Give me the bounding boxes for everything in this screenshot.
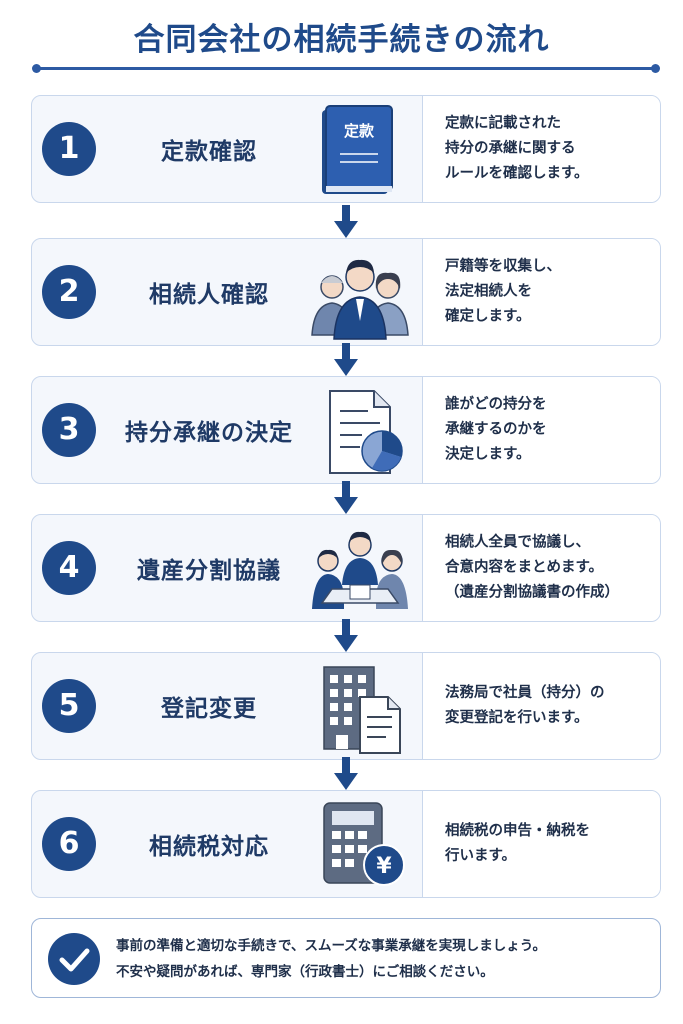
summary-note: 事前の準備と適切な手続きで、スムーズな事業承継を実現しましょう。 不安や疑問があ… (31, 918, 661, 998)
step-description: 相続税の申告・納税を 行います。 (445, 823, 590, 864)
step-3: 3 持分承継の決定 誰がどの持分を 承継するのかを 決定します。 (31, 376, 661, 484)
step-number: 4 (42, 541, 96, 595)
people-icon (311, 259, 409, 340)
step-5: 5 登記変更 法務局で社員（持分）の 変更登記を行います。 (31, 652, 661, 760)
step-number: 3 (42, 403, 96, 457)
step-description: 相続人全員で協議し、 合意内容をまとめます。 （遺産分割協議書の作成） (445, 534, 619, 601)
document-pie-chart-icon (329, 390, 403, 474)
step-description: 定款に記載された 持分の承継に関する ルールを確認します。 (445, 115, 589, 182)
step-description: 誰がどの持分を 承継するのかを 決定します。 (445, 396, 547, 463)
arrow-down-icon (334, 205, 358, 238)
step-label: 持分承継の決定 (125, 420, 293, 446)
arrow-down-icon (334, 757, 358, 790)
arrow-down-icon (334, 343, 358, 376)
meeting-icon (312, 531, 408, 609)
step-4: 4 遺産分割協議 相続人全員で協議し、 合意内容をまとめます。 （遺産分割協議書… (31, 514, 661, 622)
arrow-down-icon (334, 481, 358, 514)
step-label: 登記変更 (161, 696, 257, 722)
step-description: 法務局で社員（持分）の 変更登記を行います。 (445, 685, 605, 726)
step-1: 1 定款確認 定款 定款に記載された 持分の承継に関する ルールを確認します。 (31, 95, 661, 203)
title-divider (32, 64, 660, 73)
book-title: 定款 (344, 122, 375, 140)
step-label: 相続人確認 (149, 282, 269, 308)
page-title: 合同会社の相続手続きの流れ (133, 22, 550, 58)
step-label: 定款確認 (161, 139, 257, 165)
step-label: 相続税対応 (149, 834, 269, 860)
step-number: 5 (42, 679, 96, 733)
arrow-down-icon (334, 619, 358, 652)
summary-text: 事前の準備と適切な手続きで、スムーズな事業承継を実現しましょう。 不安や疑問があ… (116, 938, 546, 980)
step-description: 戸籍等を収集し、 法定相続人を 確定します。 (445, 258, 561, 325)
yen-symbol: ¥ (376, 854, 392, 879)
step-number: 6 (42, 817, 96, 871)
step-number: 2 (42, 265, 96, 319)
step-number: 1 (42, 122, 96, 176)
calculator-yen-icon: ¥ (323, 802, 405, 886)
check-icon (48, 933, 100, 985)
book-icon: 定款 (322, 105, 393, 194)
step-6: 6 相続税対応 ¥ 相続税の申告・納税を 行います。 (31, 790, 661, 898)
building-document-icon (323, 666, 401, 754)
step-2: 2 相続人確認 戸籍等を収集し、 法定相続人を 確定します。 (31, 238, 661, 346)
step-label: 遺産分割協議 (137, 558, 281, 584)
